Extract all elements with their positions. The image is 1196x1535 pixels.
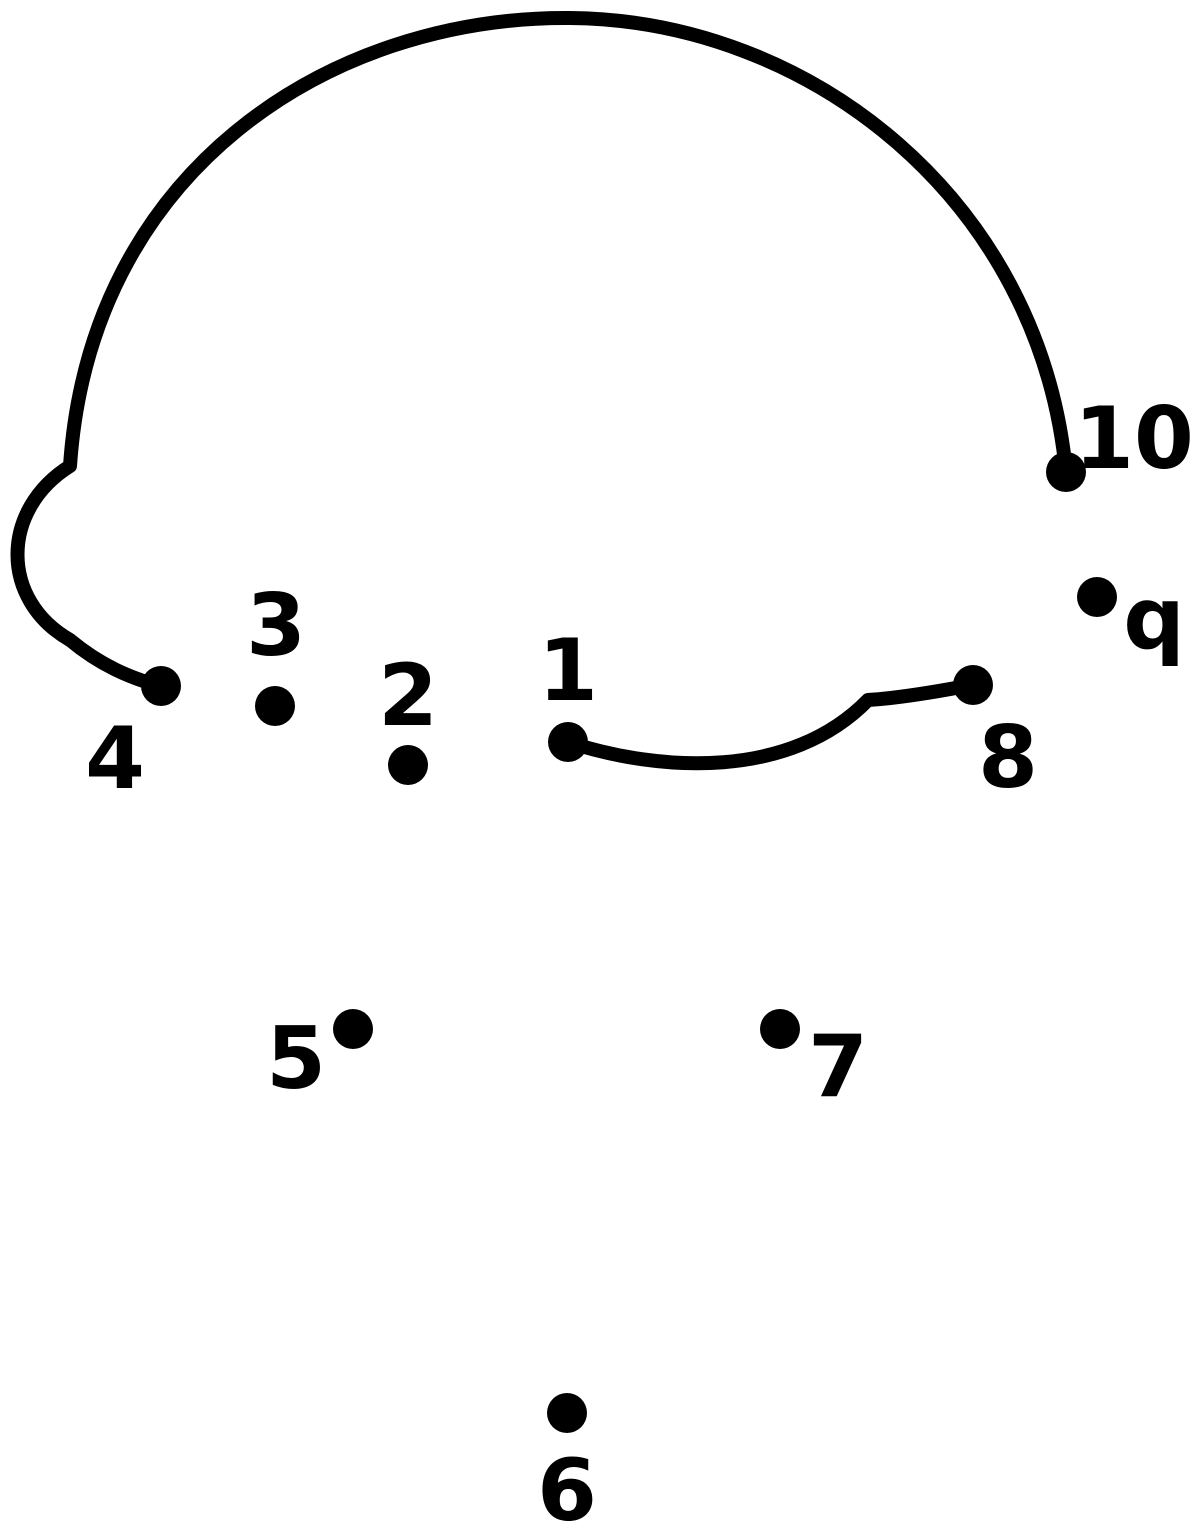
number-9: q (1123, 569, 1185, 669)
pre-drawn-outline-smile (561, 678, 979, 771)
dot-3[interactable] (255, 686, 295, 726)
number-10: 10 (1074, 389, 1194, 489)
number-3: 3 (246, 576, 306, 676)
dot-10[interactable] (1046, 452, 1086, 492)
dot-1[interactable] (548, 722, 588, 762)
number-2: 2 (378, 646, 438, 746)
dot-4[interactable] (141, 666, 181, 706)
number-5: 5 (266, 1009, 326, 1109)
number-4: 4 (85, 709, 145, 809)
number-6: 6 (537, 1441, 597, 1535)
number-7: 7 (808, 1017, 868, 1117)
number-1: 1 (538, 621, 598, 721)
dot-5[interactable] (333, 1009, 373, 1049)
dot-7[interactable] (760, 1009, 800, 1049)
dot-9[interactable] (1077, 577, 1117, 617)
dot-2[interactable] (388, 745, 428, 785)
dot-6[interactable] (547, 1393, 587, 1433)
dot-8[interactable] (953, 665, 993, 705)
pre-drawn-outline-top (10, 10, 1073, 693)
number-8: 8 (978, 708, 1038, 808)
